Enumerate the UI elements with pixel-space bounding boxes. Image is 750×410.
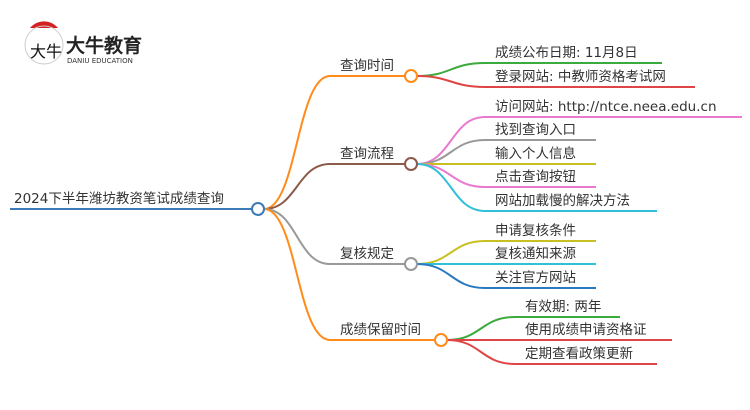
logo-name-en: DANIU EDUCATION	[67, 57, 133, 65]
branch-node[interactable]	[404, 69, 418, 83]
root-node[interactable]	[251, 202, 265, 216]
branch-label[interactable]: 复核规定	[340, 245, 394, 262]
branch-link	[263, 208, 435, 341]
branch-label[interactable]: 查询流程	[340, 146, 394, 162]
logo-red-arc	[30, 21, 58, 28]
child-label[interactable]: 成绩公布日期: 11月8日	[495, 45, 638, 61]
child-label[interactable]: 访问网站: http://ntce.neea.edu.cn	[495, 99, 717, 115]
child-link	[416, 116, 742, 165]
root-label[interactable]: 2024下半年潍坊教资笔试成绩查询	[14, 191, 224, 207]
child-label[interactable]: 复核通知来源	[495, 245, 576, 262]
child-link	[416, 163, 657, 212]
branch-label[interactable]: 成绩保留时间	[340, 322, 421, 338]
child-label[interactable]: 有效期: 两年	[525, 299, 601, 315]
child-label[interactable]: 登录网站: 中教师资格考试网	[495, 69, 666, 85]
child-label[interactable]: 网站加载慢的解决方法	[495, 192, 630, 209]
logo-mark: 大牛	[30, 42, 62, 61]
child-label[interactable]: 点击查询按钮	[495, 169, 576, 185]
child-link	[446, 339, 657, 365]
branch-node[interactable]	[404, 157, 418, 171]
branch-link	[263, 163, 405, 210]
child-label[interactable]: 使用成绩申请资格证	[525, 321, 647, 338]
child-label[interactable]: 申请复核条件	[495, 222, 576, 239]
child-label[interactable]: 输入个人信息	[495, 145, 576, 162]
logo-name-cn: 大牛教育	[66, 34, 142, 57]
branch-link	[263, 208, 405, 265]
logo-circle	[24, 25, 64, 65]
child-label[interactable]: 关注官方网站	[495, 270, 576, 286]
branch-label[interactable]: 查询时间	[340, 58, 394, 74]
child-link	[416, 263, 596, 289]
child-link	[416, 75, 695, 88]
child-label[interactable]: 找到查询入口	[495, 122, 576, 138]
branch-link	[263, 75, 405, 210]
branch-node[interactable]	[404, 257, 418, 271]
child-label[interactable]: 定期查看政策更新	[525, 345, 633, 362]
branch-node[interactable]	[434, 333, 448, 347]
logo: 大牛 大牛教育 DANIU EDUCATION	[24, 21, 142, 65]
